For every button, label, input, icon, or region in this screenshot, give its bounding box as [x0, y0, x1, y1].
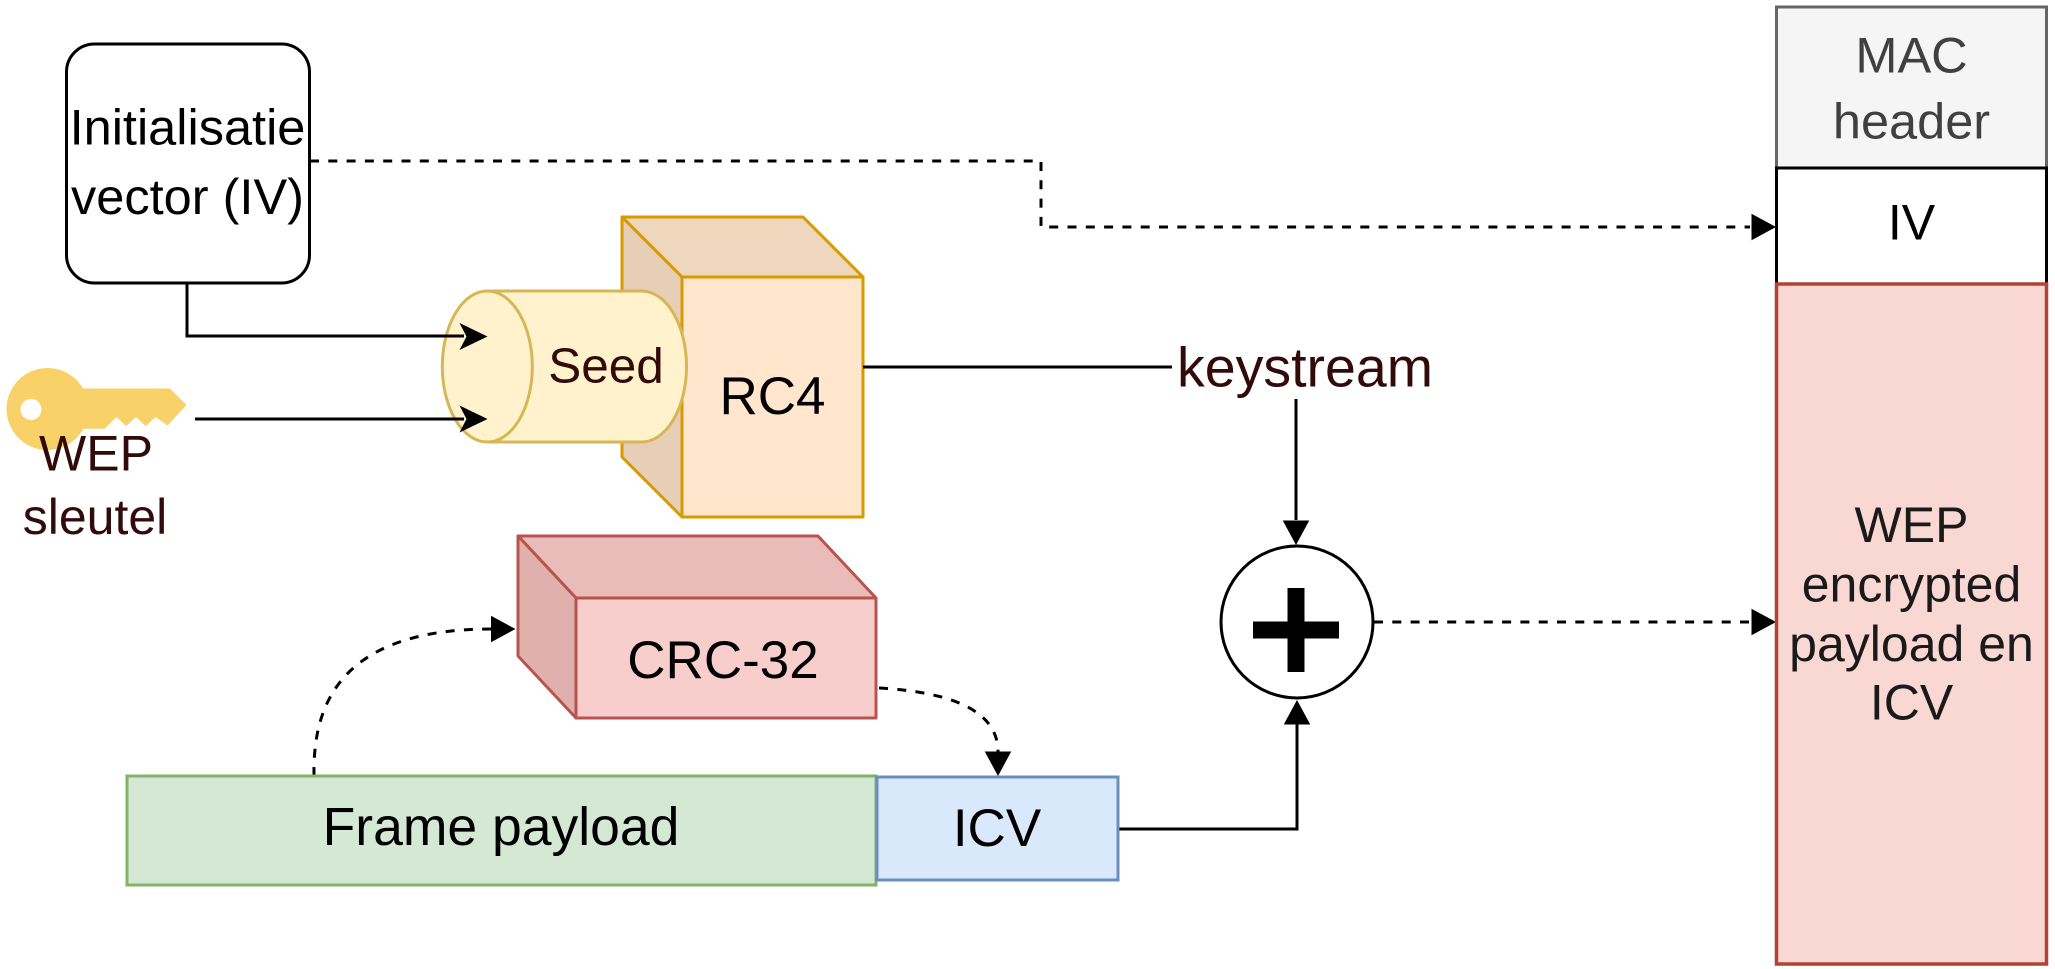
svg-text:RC4: RC4 — [719, 367, 825, 426]
svg-text:Initialisatie: Initialisatie — [70, 99, 306, 156]
svg-text:Frame payload: Frame payload — [323, 798, 680, 857]
svg-text:encrypted: encrypted — [1802, 557, 2022, 613]
svg-text:WEP: WEP — [39, 426, 153, 482]
svg-text:payload en: payload en — [1789, 616, 2034, 672]
svg-text:keystream: keystream — [1177, 337, 1433, 399]
svg-text:WEP: WEP — [1855, 497, 1969, 553]
svg-text:vector (IV): vector (IV) — [71, 168, 304, 225]
svg-text:MAC: MAC — [1855, 26, 1967, 83]
svg-text:sleutel: sleutel — [23, 489, 168, 545]
svg-text:ICV: ICV — [953, 799, 1042, 858]
svg-text:Seed: Seed — [548, 339, 664, 394]
svg-text:CRC-32: CRC-32 — [627, 631, 818, 690]
svg-text:ICV: ICV — [1870, 675, 1954, 731]
svg-text:IV: IV — [1888, 194, 1936, 250]
svg-text:header: header — [1833, 93, 1990, 150]
